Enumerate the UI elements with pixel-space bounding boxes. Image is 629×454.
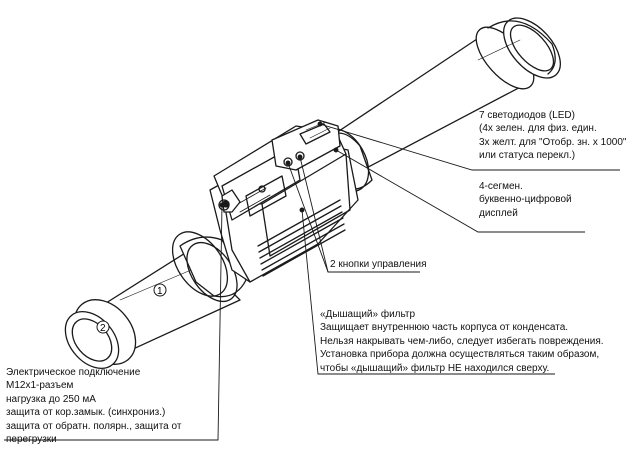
- filter-line: Нельзя накрывать чем-либо, следует избег…: [320, 335, 604, 347]
- leds-line: 3x желт. для "Отобр. зн. x 1000": [479, 136, 627, 148]
- display-line: 4-сегмен.: [479, 181, 523, 192]
- leader-filter: [299, 207, 555, 375]
- display-callout: 4-сегмен. буквенно-цифровой дисплей: [479, 180, 572, 220]
- lower-pipe: [64, 231, 247, 369]
- svg-text:2: 2: [100, 323, 106, 334]
- leds-line: 7 светодиодов (LED): [479, 110, 575, 121]
- connection-line: нагрузка до 250 мА: [6, 393, 96, 405]
- connection-line: M12x1-разъем: [6, 380, 74, 392]
- filter-line: чтобы «дышащий» фильтр НЕ находился свер…: [320, 362, 550, 374]
- connection-callout: Электрическое подключение M12x1-разъем н…: [6, 366, 181, 446]
- connection-line: Электрическое подключение: [6, 367, 141, 378]
- filter-line: «Дышащий» фильтр: [320, 309, 416, 320]
- buttons-line: 2 кнопки управления: [330, 259, 427, 270]
- device-body: [209, 119, 359, 283]
- buttons-callout: 2 кнопки управления: [330, 258, 427, 271]
- connection-line: защита от обратн. полярн., защита от: [6, 420, 182, 432]
- pipe-marker-1: 1: [153, 283, 167, 297]
- connection-line: защита от кор.замык. (синхрониз.): [6, 407, 166, 419]
- leds-line: или статуса перекл.): [479, 150, 576, 162]
- leader-display: [333, 147, 585, 233]
- filter-line: Установка прибора должна осуществляться …: [320, 349, 600, 361]
- connection-line: перегрузки: [6, 434, 57, 446]
- filter-callout: «Дышащий» фильтр Защищает внутреннюю час…: [320, 308, 604, 375]
- leader-leds: [317, 121, 620, 171]
- leader-connection: [4, 202, 225, 441]
- leds-line: (4x зелен. для физ. един.: [479, 123, 597, 135]
- leader-buttons: [285, 154, 420, 273]
- filter-line: Защищает внутреннюю часть корпуса от кон…: [320, 322, 569, 334]
- display-line: дисплей: [479, 207, 518, 219]
- leds-callout: 7 светодиодов (LED) (4x зелен. для физ. …: [479, 109, 626, 163]
- pipe-marker-2: 2: [96, 320, 110, 334]
- display-line: буквенно-цифровой: [479, 194, 572, 206]
- svg-text:1: 1: [157, 286, 163, 297]
